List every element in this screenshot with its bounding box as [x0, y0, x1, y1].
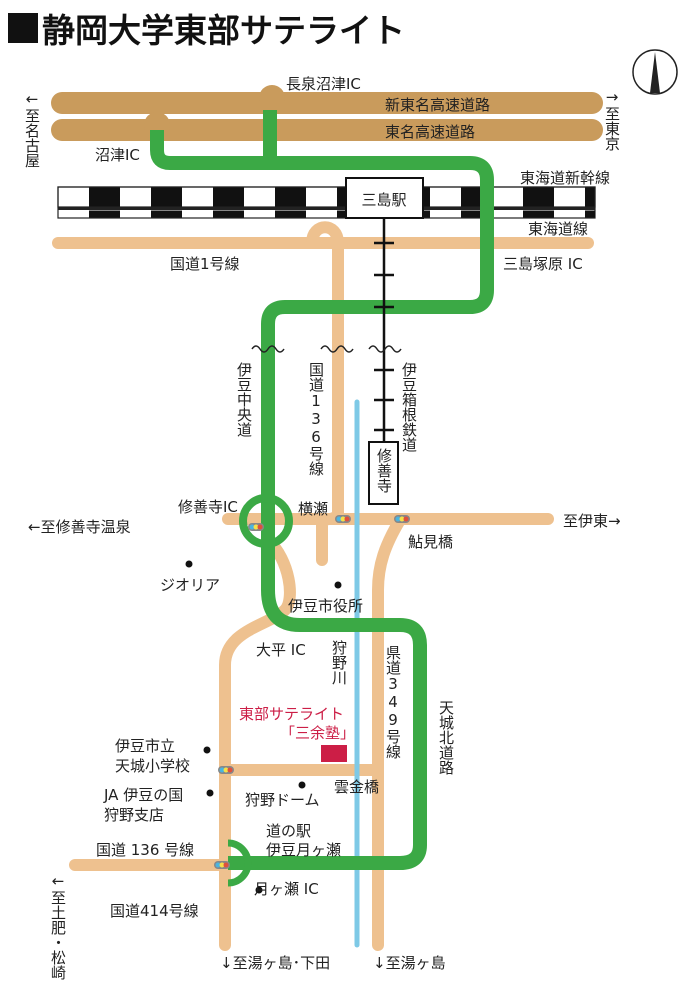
label-izu-city-hall: 伊豆市役所 [288, 597, 363, 615]
izu-jukan-expressway [150, 110, 494, 887]
traffic-signal-icons [214, 515, 410, 869]
label-shuzenji-ic: 修善寺IC [178, 498, 238, 516]
label-michinoeki-2: 伊豆月ヶ瀬 [266, 841, 341, 859]
label-mishima-tsukahara-ic: 三島塚原 IC [503, 255, 583, 273]
label-route1: 国道1号線 [170, 255, 240, 273]
label-to-yugashima: ↓至湯ヶ島 [373, 954, 446, 972]
label-unkinbashi: 雲金橋 [334, 778, 379, 796]
label-izuhakone-railway: 伊豆箱根鉄道 [400, 362, 418, 452]
map-title: 静岡大学東部サテライト [8, 4, 405, 52]
label-yokose: 横瀬 [298, 500, 328, 518]
label-amagi-school-2: 天城小学校 [115, 757, 190, 775]
label-to-shuzenji-onsen: ←至修善寺温泉 [28, 518, 131, 536]
mishima-station: 三島駅 [345, 177, 424, 219]
shuzenji-station: 修善寺 [368, 441, 399, 505]
label-to-yugashima-shimoda: ↓至湯ヶ島･下田 [220, 954, 330, 972]
label-ja-1: JA 伊豆の国 [103, 786, 183, 804]
label-tokaido-line: 東海道線 [528, 220, 588, 238]
label-ja-2: 狩野支店 [104, 806, 164, 824]
label-to-nagoya: ←至名古屋 [23, 90, 41, 168]
label-route414: 国道414号線 [110, 902, 199, 920]
label-amagi-kita-road: 天城北道路 [437, 700, 455, 775]
label-tsukigase-ic: 月ヶ瀬 IC [254, 880, 319, 898]
label-numazu-ic: 沼津IC [95, 146, 140, 164]
label-michinoeki-1: 道の駅 [266, 822, 311, 840]
label-izu-chuo: 伊豆中央道 [235, 362, 253, 437]
label-pref-road-349: 県道349号線 [384, 645, 402, 759]
label-nagaizumi-ic: 長泉沼津IC [286, 75, 361, 93]
label-amagi-school-1: 伊豆市立 [115, 737, 175, 755]
label-to-toi-matsuzaki: ←至土肥・松崎 [49, 872, 67, 980]
poi-dots [185, 560, 342, 894]
title-square-icon [8, 13, 38, 43]
mishima-station-label: 三島駅 [361, 191, 406, 209]
label-ayumibashi: 鮎見橋 [408, 533, 453, 551]
label-satellite-name: 東部サテライト [239, 705, 344, 723]
label-tomei: 東名高速道路 [385, 123, 475, 141]
nagaizumi-ic-node [259, 85, 285, 111]
label-ohira-ic: 大平 IC [256, 641, 306, 659]
label-kano-river: 狩野川 [330, 640, 348, 685]
shuzenji-station-label: 修善寺 [375, 448, 393, 493]
label-to-tokyo: →至東京 [603, 88, 621, 152]
izuhakone-railway [374, 218, 394, 442]
label-route136-horizontal: 国道 136 号線 [96, 841, 194, 859]
label-route136-vertical: 国道136号線 [307, 362, 325, 476]
continuation-wave-icons [251, 345, 402, 353]
tokaido-shinkansen-track [57, 186, 596, 219]
label-geoleafa: ジオリア [160, 576, 220, 594]
label-to-ito: 至伊東→ [563, 512, 621, 530]
local-roads [52, 221, 594, 951]
label-satellite-sanyojuku: 「三余塾」 [280, 724, 355, 742]
north-compass-icon [632, 49, 678, 95]
label-shinkansen: 東海道新幹線 [520, 169, 610, 187]
title-text: 静岡大学東部サテライト [42, 11, 405, 50]
satellite-location-marker [321, 745, 347, 762]
label-shin-tomei: 新東名高速道路 [385, 96, 490, 114]
label-kano-dome: 狩野ドーム [245, 791, 320, 809]
